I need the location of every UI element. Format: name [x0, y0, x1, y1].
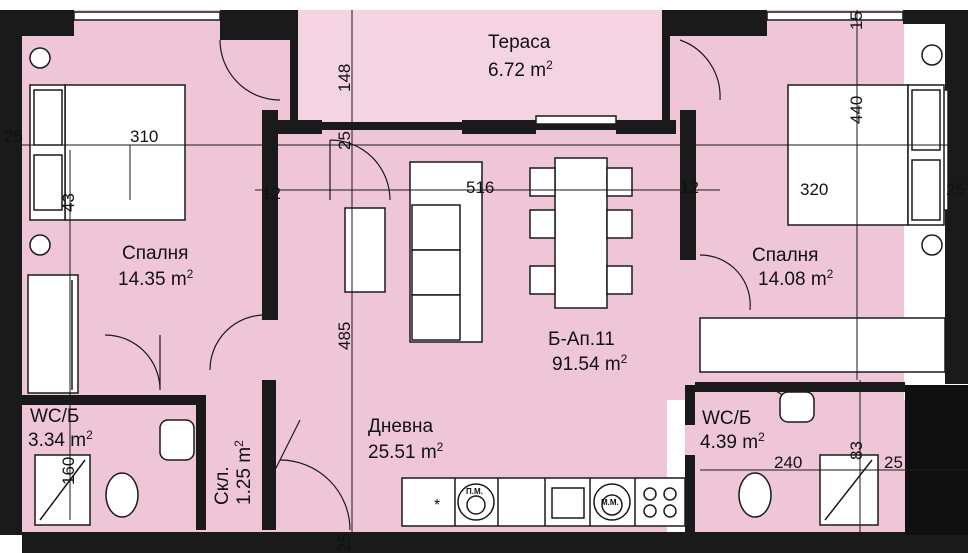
fridge-label: *: [434, 497, 440, 514]
storage-area: 1.25 m2: [232, 440, 255, 505]
dim-25-bottom: 25: [335, 533, 354, 552]
wc-right-area: 4.39 m2: [700, 430, 765, 453]
living-area: 25.51 m2: [368, 440, 444, 463]
storage-name: Скл.: [212, 466, 233, 505]
dim-440: 440: [847, 96, 866, 124]
dim-160: 160: [59, 457, 78, 485]
apartment-name: Б-Ап.11: [548, 329, 615, 350]
dim-25-top: 25: [335, 131, 354, 150]
apartment-area: 91.54 m2: [552, 352, 628, 375]
living-name: Дневна: [368, 416, 434, 437]
room-labels: Тераса 6.72 m2 Спалня 14.35 m2 Спалня 14…: [28, 32, 834, 505]
terrace-name: Тераса: [488, 32, 551, 53]
bedroom-right-name: Спалня: [752, 245, 818, 266]
terrace-area: 6.72 m2: [488, 58, 553, 81]
dim-25-wc: 25: [884, 453, 903, 472]
dim-43: 43: [59, 193, 78, 212]
wc-right-name: WC/Б: [702, 408, 751, 429]
dim-25-right: 25: [946, 180, 965, 199]
dim-15: 15: [847, 11, 866, 30]
dim-485: 485: [335, 322, 354, 350]
appliance-labels: П.М. М.М. *: [434, 487, 619, 514]
dim-12-left: 12: [262, 184, 281, 203]
dim-516: 516: [466, 178, 494, 197]
bedroom-left-name: Спалня: [122, 243, 188, 264]
dim-83: 83: [847, 441, 866, 460]
dim-12-right: 12: [680, 178, 699, 197]
bedroom-left-area: 14.35 m2: [118, 267, 194, 290]
dim-310: 310: [130, 127, 158, 146]
dishwasher-label: М.М.: [601, 498, 619, 507]
dim-148: 148: [335, 64, 354, 92]
dim-320: 320: [800, 180, 828, 199]
storage-label: Скл. 1.25 m2: [212, 440, 255, 505]
dimension-lines: [0, 10, 968, 540]
bedroom-right-area: 14.08 m2: [758, 267, 834, 290]
dim-25-left: 25: [4, 127, 23, 146]
wc-left-name: WC/Б: [30, 406, 79, 427]
walls: [0, 10, 968, 553]
dim-240: 240: [774, 453, 802, 472]
furniture: [27, 44, 946, 527]
wc-left-area: 3.34 m2: [28, 428, 93, 451]
washer-label: П.М.: [466, 487, 483, 496]
dimension-labels: 148 25 310 25 43 12 516 12 320 25 440 15…: [4, 11, 965, 552]
